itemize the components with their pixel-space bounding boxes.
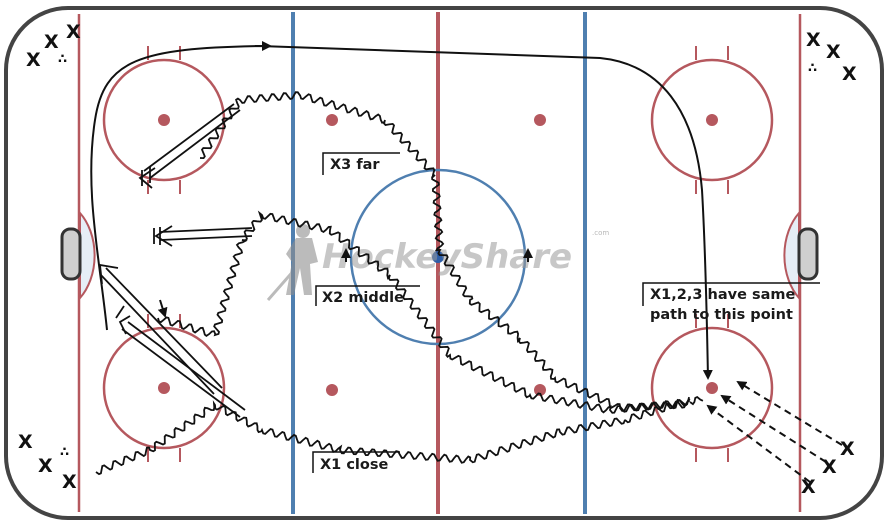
neutral-dot: [534, 114, 546, 126]
x2-carry-path: [157, 210, 691, 414]
net-right: [797, 227, 819, 281]
svg-text:X2 middle: X2 middle: [322, 290, 404, 306]
puck-icon: ∴: [58, 52, 67, 67]
svg-text:X: X: [18, 431, 33, 453]
svg-text:X: X: [44, 31, 59, 53]
puck-carry-paths: [95, 91, 704, 476]
center-dot: [432, 251, 444, 263]
x3-carry-path: [199, 91, 690, 412]
shot-arrows: [98, 103, 253, 418]
svg-text:X: X: [840, 438, 855, 460]
hockey-player-silhouette-icon: [266, 224, 318, 301]
faceoff-circle-top-right: [650, 46, 774, 194]
crease-left: [79, 210, 96, 301]
label-x1: X1 close: [312, 451, 400, 473]
svg-text:X: X: [801, 476, 816, 498]
svg-text:path to this point: path to this point: [650, 307, 793, 323]
label-shared-path-note: X1,2,3 have same path to this point: [642, 282, 820, 323]
svg-text:X: X: [842, 63, 857, 85]
faceoff-dot: [706, 382, 718, 394]
faceoff-dot: [706, 114, 718, 126]
label-x2: X2 middle: [315, 285, 420, 306]
puck-icon: ∴: [60, 445, 69, 460]
svg-text:X: X: [826, 41, 841, 63]
faceoff-circle-top-left: [102, 46, 226, 194]
x1-carry-path: [95, 396, 690, 476]
players-top-right: X X X ∴: [806, 29, 857, 85]
neutral-dot: [326, 384, 338, 396]
players-top-left: X X X ∴: [26, 21, 81, 71]
svg-text:X3 far: X3 far: [330, 157, 380, 173]
faceoff-dot: [158, 114, 170, 126]
pass-lines-right: [706, 380, 843, 483]
puck-icon: ∴: [808, 61, 817, 76]
svg-text:X: X: [26, 49, 41, 71]
watermark-suffix: .com: [592, 229, 609, 237]
svg-text:X1,2,3 have same: X1,2,3 have same: [650, 287, 795, 303]
neutral-dot: [534, 384, 546, 396]
label-x3: X3 far: [322, 152, 400, 175]
players-bottom-left: X X X ∴: [18, 431, 77, 493]
players-bottom-right: X X X: [801, 438, 855, 498]
neutral-dot: [326, 114, 338, 126]
svg-text:X: X: [38, 455, 53, 477]
faceoff-circle-bottom-right: [650, 314, 774, 462]
crease-right: [783, 210, 800, 301]
net-left: [60, 227, 82, 281]
svg-text:X: X: [66, 21, 81, 43]
svg-text:X1 close: X1 close: [320, 457, 388, 473]
svg-text:X: X: [822, 456, 837, 478]
direction-arrow: [157, 299, 168, 318]
svg-text:X: X: [62, 471, 77, 493]
final-carry-path: [689, 395, 704, 406]
faceoff-dot: [158, 382, 170, 394]
svg-text:X: X: [806, 29, 821, 51]
